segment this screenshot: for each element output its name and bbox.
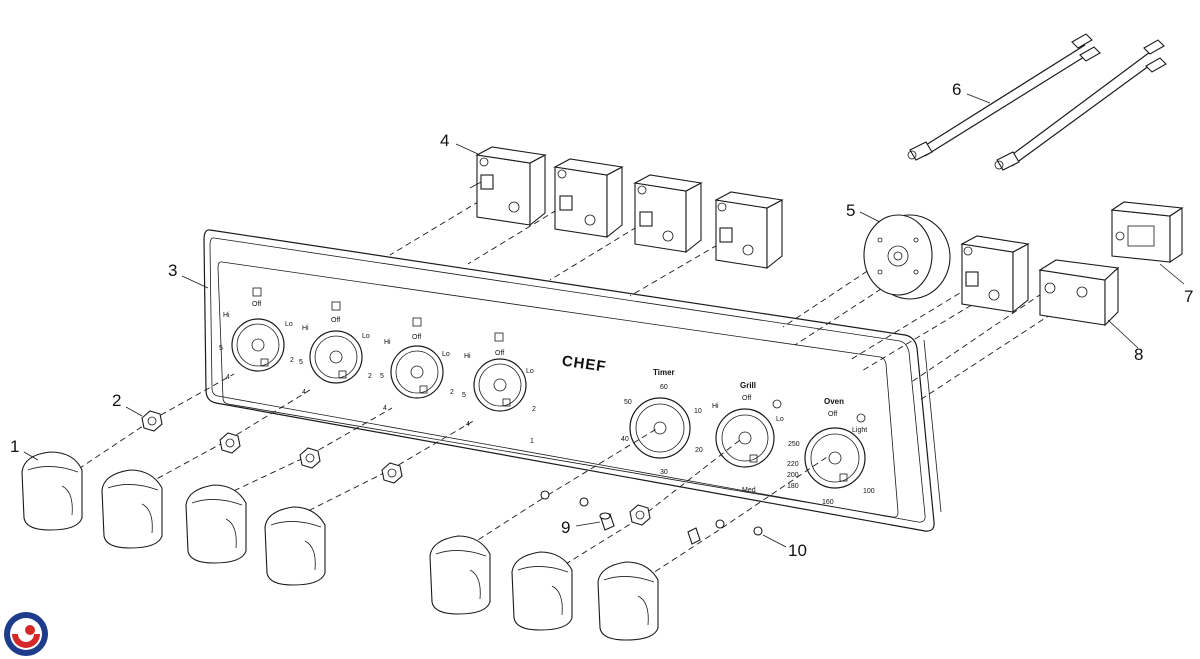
oven-temp-200: 200 bbox=[787, 472, 799, 479]
control-knob-7 bbox=[597, 561, 659, 641]
hotplate-4-scale-1: 1 bbox=[530, 438, 534, 445]
lock-nut-1 bbox=[141, 410, 163, 432]
grill-lo-label: Lo bbox=[776, 416, 784, 423]
hotplate-2-hi-label: Hi bbox=[302, 325, 309, 332]
spacer-extra-2 bbox=[579, 497, 589, 507]
grill-title: Grill bbox=[740, 381, 756, 390]
assembly-guide-lines bbox=[61, 195, 1086, 589]
oven-temp-220: 220 bbox=[787, 461, 799, 468]
callout-7: 7 bbox=[1184, 287, 1193, 306]
hotplate-2-scale-2: 2 bbox=[368, 373, 372, 380]
hotplate-4-scale-2: 2 bbox=[532, 406, 536, 413]
energy-regulator-5 bbox=[960, 235, 1030, 314]
hotplate-2-off-label: Off bbox=[331, 317, 340, 324]
hotplate-3-scale-2: 2 bbox=[450, 389, 454, 396]
light-switch bbox=[1110, 201, 1184, 264]
spacer-extra-1 bbox=[540, 490, 550, 500]
oven-temp-250: 250 bbox=[788, 441, 800, 448]
lock-nut-4 bbox=[381, 462, 403, 484]
callout-4: 4 bbox=[440, 131, 449, 150]
chef-brand-logo: CHEF bbox=[561, 353, 608, 376]
callout-3: 3 bbox=[168, 261, 177, 280]
hotplate-2-scale-5: 5 bbox=[299, 359, 303, 366]
energy-regulator-2 bbox=[553, 158, 624, 239]
washer-10 bbox=[753, 526, 763, 536]
callout-1: 1 bbox=[10, 437, 19, 456]
wiring-harness-1 bbox=[907, 33, 1101, 161]
timer-dial: Timer 60 10 50 40 20 30 bbox=[621, 368, 703, 476]
hotplate-4-scale-5: 5 bbox=[462, 392, 466, 399]
hotplate-3-hi-label: Hi bbox=[384, 339, 391, 346]
control-knob-2 bbox=[101, 469, 163, 549]
hotplate-3-scale-5: 5 bbox=[380, 373, 384, 380]
control-knob-1 bbox=[21, 451, 83, 531]
spacer-9 bbox=[599, 512, 615, 531]
oven-off-label: Off bbox=[828, 411, 837, 418]
hotplate-1-off-label: Off bbox=[252, 301, 261, 308]
logo-inner-swoosh bbox=[12, 634, 40, 648]
callout-9: 9 bbox=[561, 518, 570, 537]
timer-mark-10: 10 bbox=[694, 408, 702, 415]
timer-mark-40: 40 bbox=[621, 436, 629, 443]
oven-dial: Oven Off Light 250 220 200 180 160 100 bbox=[787, 397, 875, 506]
hotplate-1-hi-label: Hi bbox=[223, 312, 230, 319]
company-logo bbox=[4, 612, 48, 656]
energy-regulator-3 bbox=[633, 174, 703, 254]
hotplate-4-hi-label: Hi bbox=[464, 353, 471, 360]
callout-8: 8 bbox=[1134, 345, 1143, 364]
brand-text: CHEF bbox=[561, 353, 608, 376]
callout-10: 10 bbox=[788, 541, 807, 560]
oven-temp-100: 100 bbox=[863, 488, 875, 495]
hotplate-2-lo-label: Lo bbox=[362, 333, 370, 340]
hotplate-dial-2: Off Hi Lo 5 4 2 bbox=[299, 301, 372, 396]
control-knob-6 bbox=[511, 551, 573, 631]
hotplate-4-off-label: Off bbox=[495, 350, 504, 357]
hotplate-1-scale-5: 5 bbox=[219, 345, 223, 352]
oven-light-label: Light bbox=[852, 427, 867, 434]
energy-regulator-1 bbox=[469, 146, 547, 227]
hotplate-dial-1: Off Hi Lo 5 4 2 bbox=[219, 287, 294, 381]
lock-nut-3 bbox=[299, 447, 321, 469]
oven-title: Oven bbox=[824, 397, 844, 406]
spacer-extra-3 bbox=[687, 527, 701, 545]
hotplate-4-lo-label: Lo bbox=[526, 368, 534, 375]
hotplate-1-scale-2: 2 bbox=[290, 357, 294, 364]
timer-mark-50: 50 bbox=[624, 399, 632, 406]
hotplate-1-scale-4: 4 bbox=[226, 374, 230, 381]
control-knob-5 bbox=[429, 535, 491, 615]
oven-temp-180: 180 bbox=[787, 483, 799, 490]
grill-off-label: Off bbox=[742, 395, 751, 402]
hotplate-4-scale-4: 4 bbox=[466, 421, 470, 428]
hotplate-1-lo-label: Lo bbox=[285, 321, 293, 328]
hotplate-2-scale-4: 4 bbox=[302, 389, 306, 396]
control-knob-3 bbox=[185, 484, 247, 564]
grill-med-label: Med bbox=[742, 487, 756, 494]
callout-leaders bbox=[23, 93, 1185, 548]
timer-mark-60: 60 bbox=[660, 384, 668, 391]
hotplate-3-lo-label: Lo bbox=[442, 351, 450, 358]
hotplate-dial-4: Off Hi Lo 5 4 2 1 bbox=[462, 332, 536, 445]
hotplate-3-scale-4: 4 bbox=[383, 405, 387, 412]
callout-5: 5 bbox=[846, 201, 855, 220]
control-panel bbox=[203, 229, 942, 532]
timer-mark-30: 30 bbox=[660, 469, 668, 476]
timer-title: Timer bbox=[653, 368, 675, 377]
grill-dial: Grill Off Hi Lo Med bbox=[712, 381, 784, 494]
lock-nut-5 bbox=[629, 504, 651, 526]
spacer-extra-4 bbox=[715, 519, 725, 529]
wiring-harness-2 bbox=[994, 39, 1167, 171]
energy-regulator-4 bbox=[714, 191, 784, 270]
timer-mark-20: 20 bbox=[695, 447, 703, 454]
control-knob-4 bbox=[264, 506, 326, 586]
callout-2: 2 bbox=[112, 391, 121, 410]
grill-hi-label: Hi bbox=[712, 403, 719, 410]
hotplate-3-off-label: Off bbox=[412, 334, 421, 341]
callout-6: 6 bbox=[952, 80, 961, 99]
oven-selector-switch bbox=[1038, 259, 1120, 327]
oven-temp-160: 160 bbox=[822, 499, 834, 506]
lock-nut-2 bbox=[219, 432, 241, 454]
hotplate-dial-3: Off Hi Lo 5 4 2 bbox=[380, 317, 454, 412]
timer-unit bbox=[863, 214, 951, 300]
